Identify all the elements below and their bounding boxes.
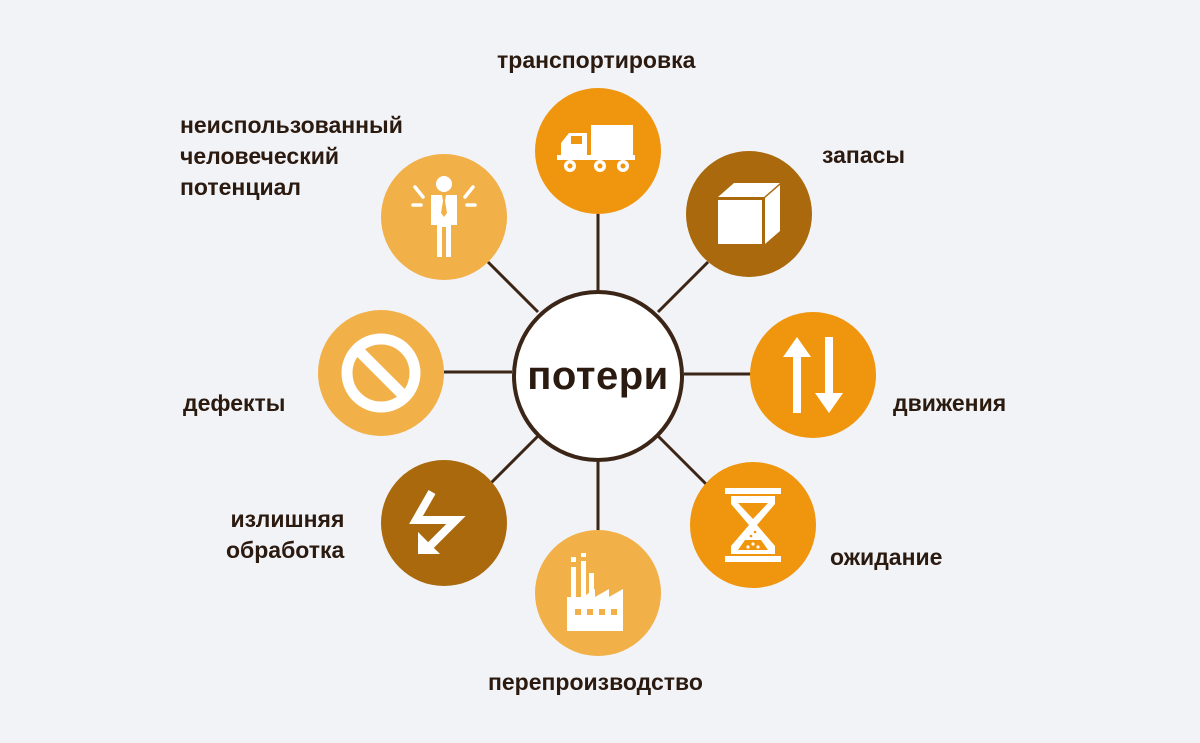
connector-overprocessing xyxy=(486,434,540,488)
truck-icon xyxy=(557,125,635,172)
node-overprocessing xyxy=(381,460,507,586)
node-motion xyxy=(750,312,876,438)
node-waiting xyxy=(690,462,816,588)
zigzag-arrow-icon xyxy=(409,490,466,554)
label-transport: транспортировка xyxy=(497,47,696,73)
label-overproduction: перепроизводство xyxy=(488,669,703,695)
connector-waiting xyxy=(656,434,710,488)
label-talent: неиспользованный человеческий потенциал xyxy=(180,112,403,200)
connector-talent xyxy=(486,260,540,314)
prohibited-icon xyxy=(341,333,421,413)
label-motion: движения xyxy=(893,390,1007,416)
node-inventory xyxy=(686,151,812,277)
node-overproduction xyxy=(535,530,661,656)
factory-icon xyxy=(567,553,623,631)
node-defects xyxy=(318,310,444,436)
person-icon xyxy=(411,176,477,257)
box-icon xyxy=(718,183,780,244)
label-defects: дефекты xyxy=(183,390,286,416)
label-waiting: ожидание xyxy=(830,544,943,570)
hourglass-icon xyxy=(725,488,781,562)
label-inventory: запасы xyxy=(822,142,906,168)
center-label: потери xyxy=(527,353,669,398)
up-down-arrows-icon xyxy=(783,337,843,413)
center-node: потери xyxy=(512,290,684,462)
label-overprocessing: излишняя обработка xyxy=(226,506,345,563)
node-transport xyxy=(535,88,661,214)
connector-inventory xyxy=(656,260,710,314)
node-talent xyxy=(381,154,507,280)
